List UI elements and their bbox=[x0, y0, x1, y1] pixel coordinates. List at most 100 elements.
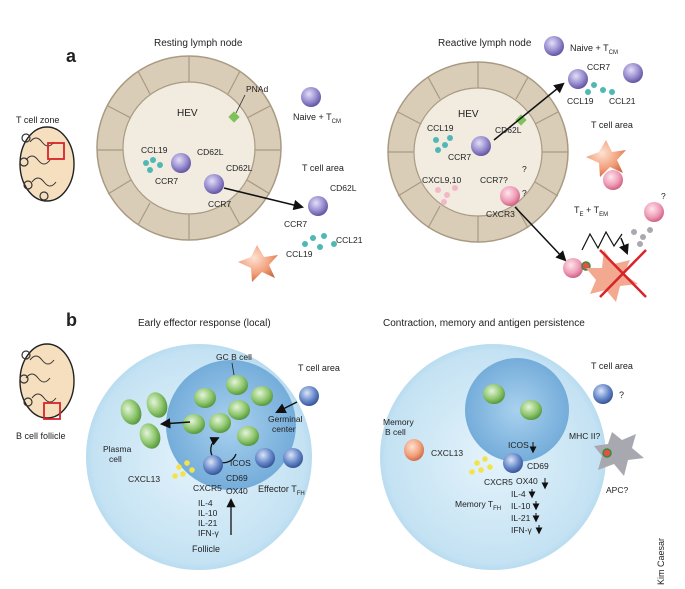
early-incoming-t-cell bbox=[299, 386, 319, 406]
reactive-ccl19-label: CCL19 bbox=[427, 123, 454, 133]
contraction-title: Contraction, memory and antigen persiste… bbox=[383, 318, 585, 329]
memory-tfh-label: Memory TFH bbox=[455, 499, 501, 512]
memory-t-cell-area-label: T cell area bbox=[591, 361, 633, 371]
memory-b-cell bbox=[404, 439, 424, 461]
reactive-ccl21-top-label: CCL21 bbox=[609, 96, 636, 106]
resting-cd62l-b-label: CD62L bbox=[226, 163, 253, 173]
resting-naive-tcm-label: Naive + TCM bbox=[293, 112, 341, 125]
memory-cxcl13-label: CXCL13 bbox=[431, 448, 463, 458]
germinal-center-label-2: center bbox=[272, 424, 296, 434]
memory-b-label-2: B cell bbox=[385, 427, 406, 437]
memory-icos-label: ICOS bbox=[508, 440, 529, 450]
early-il10-label: IL-10 bbox=[198, 508, 218, 518]
resting-node-title: Resting lymph node bbox=[154, 38, 243, 49]
tfh-cell bbox=[203, 455, 223, 475]
early-ox40-label: OX40 bbox=[226, 486, 248, 496]
zoom-box-icon bbox=[47, 142, 65, 160]
early-il21-label: IL-21 bbox=[198, 518, 218, 528]
resting-t-cell-2 bbox=[204, 174, 224, 194]
resting-naive-t-cell bbox=[301, 87, 321, 107]
panel-a-letter: a bbox=[66, 46, 77, 66]
memory-ox40-label: OX40 bbox=[516, 476, 538, 486]
resting-hev bbox=[96, 55, 282, 241]
reactive-effector-cell-2 bbox=[603, 170, 623, 190]
reactive-te-tem-label: TE + TEM bbox=[574, 205, 608, 218]
gc-b-cells bbox=[183, 375, 273, 446]
early-icos-label: ICOS bbox=[230, 458, 251, 468]
early-t-cell-area-label: T cell area bbox=[298, 363, 340, 373]
early-cxcl13-dots bbox=[172, 460, 195, 479]
early-cd69-label: CD69 bbox=[226, 473, 248, 483]
germinal-center-label-1: Germinal bbox=[268, 414, 303, 424]
resting-ccr7-b-label: CCR7 bbox=[208, 199, 231, 209]
memory-il10-label: IL-10 bbox=[511, 501, 531, 511]
resting-cd62l-out-label: CD62L bbox=[330, 183, 357, 193]
resting-ccl19-label: CCL19 bbox=[141, 145, 168, 155]
memory-cd69-label: CD69 bbox=[527, 461, 549, 471]
reactive-hev-label: HEV bbox=[458, 109, 479, 120]
reactive-naive-t-cell-2 bbox=[568, 69, 588, 89]
zoom-box-b-icon bbox=[43, 402, 61, 420]
gc-t-cell bbox=[255, 448, 275, 468]
cytotoxic-signal-icon bbox=[581, 230, 623, 251]
reactive-t-cell bbox=[471, 136, 491, 156]
reactive-naive-tcm-label: Naive + TCM bbox=[570, 43, 618, 56]
memory-il21-label: IL-21 bbox=[511, 513, 531, 523]
memory-cytokine-list: IL-4 IL-10 IL-21 IFN-γ bbox=[511, 489, 533, 535]
panel-b-letter: b bbox=[66, 310, 77, 330]
reactive-cxcl910-label: CXCL9,10 bbox=[422, 175, 461, 185]
reactive-node-title: Reactive lymph node bbox=[438, 38, 532, 49]
early-cytokine-list: IL-4 IL-10 IL-21 IFN-γ bbox=[198, 498, 220, 538]
reactive-ccr7-top-label: CCR7 bbox=[587, 62, 610, 72]
resting-ccl21-label: CCL21 bbox=[336, 235, 363, 245]
mhc-peptide-icon bbox=[602, 448, 612, 458]
reactive-t-cell-area-label: T cell area bbox=[591, 120, 633, 130]
early-cxcr5-label: CXCR5 bbox=[193, 483, 222, 493]
resting-cd62l-a-label: CD62L bbox=[197, 147, 224, 157]
apc-cell bbox=[594, 432, 644, 476]
t-cell-zone-label: T cell zone bbox=[16, 115, 59, 125]
cross-out-icon bbox=[599, 249, 647, 298]
reactive-ccr7q-label: CCR7? bbox=[480, 175, 508, 185]
memory-q-label: ? bbox=[619, 390, 624, 400]
memory-cxcl13-dots bbox=[469, 456, 493, 475]
reactive-q-label-3: ? bbox=[661, 191, 666, 201]
early-il4-label: IL-4 bbox=[198, 498, 213, 508]
reactive-ccl19-dots bbox=[433, 135, 453, 153]
resting-exiting-t-cell bbox=[308, 196, 328, 216]
reactive-cytokine-dots bbox=[631, 227, 653, 247]
pnad-label: PNAd bbox=[246, 84, 268, 94]
reactive-q-label-1: ? bbox=[522, 164, 527, 174]
reactive-ccl19-top-label: CCL19 bbox=[567, 96, 594, 106]
reactive-top-chemokine-dots bbox=[585, 82, 615, 95]
effector-tfh-label: Effector TFH bbox=[258, 484, 305, 497]
residual-germinal-center bbox=[465, 358, 569, 462]
reactive-effector-cell-3 bbox=[644, 202, 664, 222]
resting-dendritic-cell bbox=[238, 245, 278, 282]
b-cell-follicle-label: B cell follicle bbox=[16, 431, 66, 441]
residual-b-cell-1 bbox=[483, 384, 505, 404]
resting-ccl19-dots bbox=[143, 157, 163, 173]
memory-down-arrows bbox=[528, 489, 543, 535]
memory-il4-label: IL-4 bbox=[511, 489, 526, 499]
effector-tfh-cell bbox=[283, 448, 303, 468]
memory-ifng-label: IFN-γ bbox=[511, 525, 533, 535]
b-cell-follicle-node-icon bbox=[19, 343, 75, 420]
illustrator-credit: Kim Caesar bbox=[656, 538, 666, 585]
memory-tfh-cell bbox=[503, 453, 523, 473]
reactive-cxcr3-label: CXCR3 bbox=[486, 209, 515, 219]
memory-b-label-1: Memory bbox=[383, 417, 414, 427]
follicle-label: Follicle bbox=[192, 544, 220, 554]
reactive-killer-cell bbox=[563, 258, 583, 278]
reactive-dendritic-cell bbox=[586, 140, 626, 177]
memory-area-t-cell bbox=[593, 384, 613, 404]
t-cell-zone-node-icon bbox=[19, 126, 75, 202]
resting-ccl21-dots bbox=[302, 233, 337, 250]
reactive-cxcl910-dots bbox=[435, 185, 458, 205]
early-ifng-label: IFN-γ bbox=[198, 528, 220, 538]
gc-b-cell-label: GC B cell bbox=[216, 352, 252, 362]
plasma-cells bbox=[120, 392, 168, 449]
reactive-effector-cell bbox=[500, 186, 520, 206]
apc-label: APC? bbox=[606, 485, 628, 495]
